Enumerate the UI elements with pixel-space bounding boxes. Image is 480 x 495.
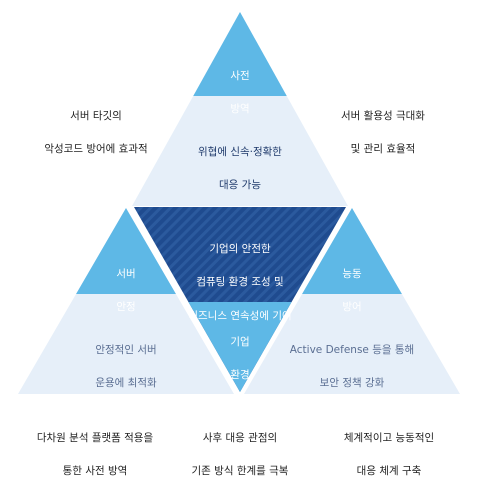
center-triangle: [134, 207, 346, 392]
top-triangle-tag: 사전 방역: [230, 70, 250, 115]
right-triangle: [244, 208, 460, 394]
left-triangle-tag: 서버 안정: [116, 268, 136, 313]
top-triangle-text: 위협에 신속·정확한 대응 가능: [198, 146, 282, 191]
center-triangle-tag: 기업 환경: [230, 336, 250, 381]
caption-bottom-center: 사후 대응 관점의 기존 방식 한계를 극복: [191, 432, 289, 477]
caption-top-left: 서버 타깃의 악성코드 방어에 효과적: [44, 110, 148, 155]
caption-top-right: 서버 활용성 극대화 및 관리 효율적: [341, 110, 425, 155]
left-triangle-text: 안정적인 서버 운용에 최적화: [95, 344, 157, 389]
top-triangle: [132, 12, 348, 206]
left-triangle: [18, 208, 234, 394]
right-triangle-text: Active Defense 등을 통해 보안 정책 강화: [289, 344, 415, 389]
triangle-diagram: [18, 12, 460, 394]
caption-bottom-right: 체계적이고 능동적인 대응 체계 구축: [343, 432, 435, 477]
center-triangle-text: 기업의 안전한 컴퓨팅 환경 조성 및 비즈니스 연속성에 기여: [188, 242, 292, 322]
right-triangle-tag: 능동 방어: [342, 268, 362, 313]
